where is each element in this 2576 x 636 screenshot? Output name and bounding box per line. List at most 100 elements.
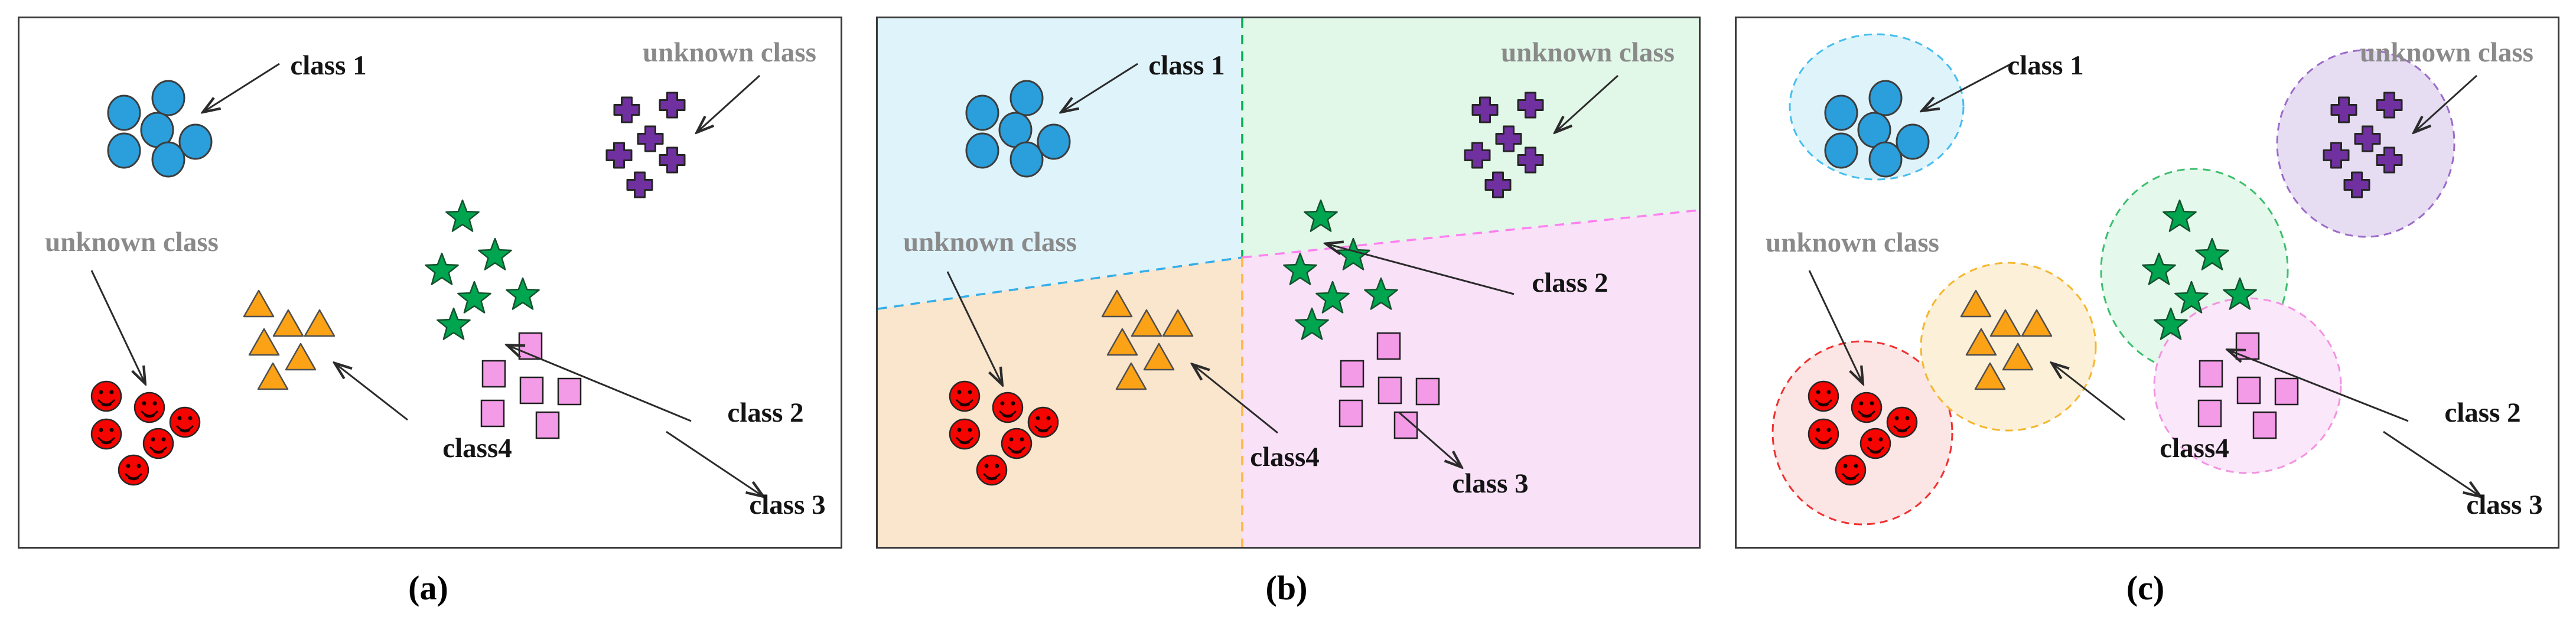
cluster-class3 xyxy=(480,332,582,439)
class4-triangle-marker xyxy=(1960,289,1992,318)
smiley-eye xyxy=(1870,401,1874,406)
class2-star-marker xyxy=(1315,281,1350,314)
arrow-to-class1 xyxy=(1062,63,1138,112)
boundary-class1-class4 xyxy=(878,256,1243,310)
smiley-mouth-lower xyxy=(144,415,155,418)
unknown-smiley-marker xyxy=(992,392,1024,423)
unknown-smiley-marker xyxy=(1808,380,1839,412)
unknown-cross-marker xyxy=(659,92,686,119)
smiley-mouth-lower xyxy=(1011,451,1022,454)
unknown-cross-marker xyxy=(2376,92,2403,119)
unknown-smiley-marker xyxy=(1027,406,1059,438)
smiley-mouth xyxy=(1034,425,1052,432)
class4-triangle-marker xyxy=(1162,309,1194,337)
unknown-cross-marker xyxy=(1517,146,1544,174)
class3-square-marker xyxy=(2236,376,2261,405)
ellipse-class4 xyxy=(1920,262,2097,432)
smiley-eye xyxy=(152,401,157,406)
arrow-to-class4 xyxy=(336,364,408,421)
caption-c: (c) xyxy=(2126,569,2165,607)
smiley-eye xyxy=(1843,464,1848,468)
smiley-eye xyxy=(995,464,999,468)
unknown-cross-marker xyxy=(659,146,686,174)
smiley-mouth-lower xyxy=(1897,430,1907,433)
class3-square-marker xyxy=(481,360,506,388)
unknown-smiley-marker xyxy=(90,418,122,450)
class3-square-marker xyxy=(535,411,560,439)
smiley-face xyxy=(133,392,165,423)
class4-triangle-marker xyxy=(243,289,275,318)
smiley-mouth-lower xyxy=(1870,451,1881,454)
unknown-smiley-marker xyxy=(118,454,149,486)
cluster-unknown-red xyxy=(1808,380,1918,486)
smiley-face xyxy=(1808,380,1839,412)
smiley-mouth xyxy=(983,473,1001,480)
caption-b: (b) xyxy=(1265,569,1308,607)
smiley-mouth xyxy=(956,437,973,443)
arrow-to-class2 xyxy=(1327,244,1515,295)
smiley-eye xyxy=(177,416,182,420)
smiley-mouth xyxy=(1858,410,1875,417)
smiley-mouth xyxy=(176,425,194,432)
smiley-eye xyxy=(984,464,989,468)
class4-triangle-marker xyxy=(1989,309,2021,337)
label-class2: class 2 xyxy=(1532,268,1608,298)
cluster-unknown-purple xyxy=(2323,92,2403,198)
unknown-cross-marker xyxy=(1484,171,1512,198)
arrow-to-class2 xyxy=(2229,350,2409,422)
class4-triangle-marker xyxy=(1115,362,1147,390)
label-class3: class 3 xyxy=(2466,490,2542,520)
smiley-eye xyxy=(1009,437,1014,442)
class1-circle-marker xyxy=(107,132,141,169)
smiley-eye xyxy=(1816,390,1821,394)
unknown-smiley-marker xyxy=(949,418,981,450)
arrow-to-unknown-left xyxy=(946,271,1002,384)
smiley-mouth xyxy=(999,410,1017,417)
unknown-smiley-marker xyxy=(1001,428,1033,459)
class2-star-marker xyxy=(425,252,459,285)
label-class4: class4 xyxy=(442,433,512,464)
cluster-class2 xyxy=(2142,199,2257,340)
region-class3 xyxy=(1242,210,1699,547)
smiley-eye xyxy=(1868,437,1872,442)
region-class1 xyxy=(878,18,1242,309)
unknown-cross-marker xyxy=(1495,125,1522,152)
smiley-mouth-lower xyxy=(986,478,997,481)
class1-circle-marker xyxy=(151,141,185,178)
smiley-face xyxy=(142,428,174,459)
arrow-to-class1 xyxy=(1923,63,2012,110)
class1-circle-marker xyxy=(178,123,213,160)
arrow-to-class3 xyxy=(2383,430,2480,496)
unknown-smiley-marker xyxy=(949,380,981,412)
smiley-face xyxy=(1851,392,1883,423)
label-class1: class 1 xyxy=(1148,50,1225,81)
class2-star-marker xyxy=(2154,307,2188,340)
smiley-eye xyxy=(1000,401,1005,406)
unknown-cross-marker xyxy=(1471,96,1499,123)
smiley-mouth xyxy=(1842,473,1859,480)
label-class3: class 3 xyxy=(1452,468,1528,499)
arrow-to-unknown-right xyxy=(1556,74,1619,132)
smiley-mouth-lower xyxy=(153,451,164,454)
class2-star-marker xyxy=(2174,281,2209,314)
cluster-class1 xyxy=(1824,80,1930,178)
class4-triangle-marker xyxy=(257,362,289,390)
label-unknown: unknown class xyxy=(643,37,816,68)
smiley-eye xyxy=(1894,416,1899,420)
arrow-to-unknown-right xyxy=(2415,74,2478,132)
class2-star-marker xyxy=(2195,237,2229,270)
smiley-eye xyxy=(1816,428,1821,432)
smiley-face xyxy=(949,418,981,450)
smiley-mouth xyxy=(1008,446,1025,453)
boundary-class2-class3 xyxy=(1242,209,1699,259)
class1-circle-marker xyxy=(1824,132,1858,169)
class4-triangle-marker xyxy=(1101,289,1133,318)
cluster-class4 xyxy=(1960,289,2053,390)
class2-star-marker xyxy=(457,281,491,314)
class4-triangle-marker xyxy=(1106,328,1138,356)
cluster-class1 xyxy=(965,80,1071,178)
smiley-eye xyxy=(109,390,114,394)
cluster-class2 xyxy=(425,199,540,340)
